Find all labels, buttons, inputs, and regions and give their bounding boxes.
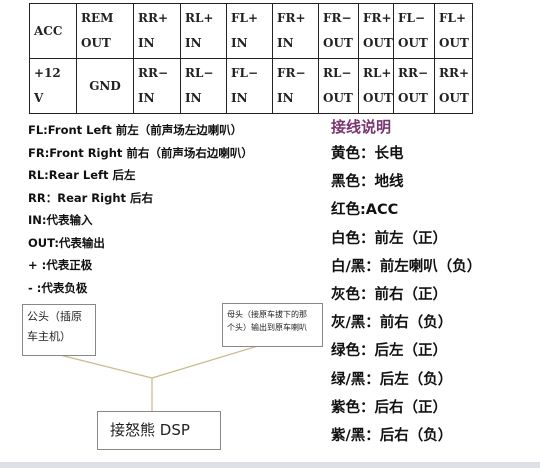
wire-color-list: 接线说明 黄色：长电 黑色：地线 红色:ACC 白色：前左（正） 白/黑：前左喇…	[331, 117, 481, 451]
abbreviation-legend: FL:Front Left 前左（前声场左边喇叭） FR:Front Right…	[28, 121, 253, 301]
female-connector-label-1: 母头（接原车拔下的那	[227, 310, 307, 319]
pin-fl-plus-out: FL+OUT	[434, 3, 473, 59]
pin-gnd: GND	[76, 58, 134, 114]
male-connector-label-2: 车主机）	[27, 330, 71, 343]
pin-fl-plus-in: FL+IN	[226, 3, 273, 59]
line-female-to-junction	[151, 342, 269, 379]
legend-item: - :代表负极	[28, 280, 88, 295]
wire-item: 紫色：后右（正）	[331, 399, 447, 416]
female-connector-label-2: 个头）输出到原车喇叭	[227, 323, 307, 332]
pin-rl-plus-in: RL+IN	[180, 3, 227, 59]
bottom-strip	[0, 462, 540, 468]
wire-item: 红色:ACC	[331, 202, 399, 219]
legend-item: FR:Front Right 前右（前声场右边喇叭）	[28, 145, 253, 160]
wire-item: 绿色：后左（正）	[331, 343, 447, 360]
legend-item: FL:Front Left 前左（前声场左边喇叭）	[28, 123, 243, 137]
line-male-to-junction	[55, 353, 153, 379]
pin-fl-minus-in: FL−IN	[226, 58, 273, 114]
dsp-box: 接怒熊 DSP	[97, 411, 221, 450]
wire-item: 黑色：地线	[331, 174, 404, 191]
male-connector-label-1: 公头（插原	[27, 310, 82, 323]
pin-acc: ACC	[29, 3, 77, 59]
pin-rl-minus-out: RL−OUT	[318, 58, 359, 114]
pin-fr-minus-in: FR−IN	[272, 58, 319, 114]
pin-fr-plus-in: FR+IN	[272, 3, 319, 59]
dsp-label: 接怒熊 DSP	[110, 421, 190, 439]
pin-fl-minus-out: FL−OUT	[393, 3, 435, 59]
male-connector-box: 公头（插原 车主机）	[22, 304, 96, 356]
pin-rr-plus-in: RR+IN	[133, 3, 181, 59]
legend-item: RR：Rear Right 后右	[28, 190, 154, 205]
pin-fr-plus-out: FR+OUT	[358, 3, 394, 59]
wire-item: 黄色：长电	[331, 146, 404, 162]
pin-rl-minus-in: RL−IN	[180, 58, 227, 114]
legend-item: OUT:代表输出	[28, 235, 105, 250]
legend-item: + :代表正极	[28, 258, 93, 272]
wire-item: 紫/黑：后右（负）	[331, 427, 453, 444]
wire-item: 灰色：前右（正）	[331, 286, 447, 303]
wire-list-title: 接线说明	[331, 118, 392, 136]
wire-item: 绿/黑：后左（负）	[331, 371, 453, 388]
pin-rr-minus-in: RR−IN	[133, 58, 181, 114]
wire-item: 灰/黑：前右（负）	[331, 315, 453, 332]
wire-item: 白/黑：前左喇叭（负）	[331, 258, 482, 275]
pin-rr-minus-out: RR−OUT	[393, 58, 435, 114]
legend-item: IN:代表输入	[28, 213, 93, 227]
pin-rl-plus-out: RL+OUT	[358, 58, 394, 114]
wire-item: 白色：前左（正）	[331, 230, 447, 247]
pin-fr-minus-out: FR−OUT	[318, 3, 359, 59]
pin-rr-plus-out: RR+OUT	[434, 58, 473, 114]
legend-item: RL:Rear Left 后左	[28, 168, 136, 182]
female-connector-box: 母头（接原车拔下的那 个头）输出到原车喇叭	[222, 303, 323, 347]
